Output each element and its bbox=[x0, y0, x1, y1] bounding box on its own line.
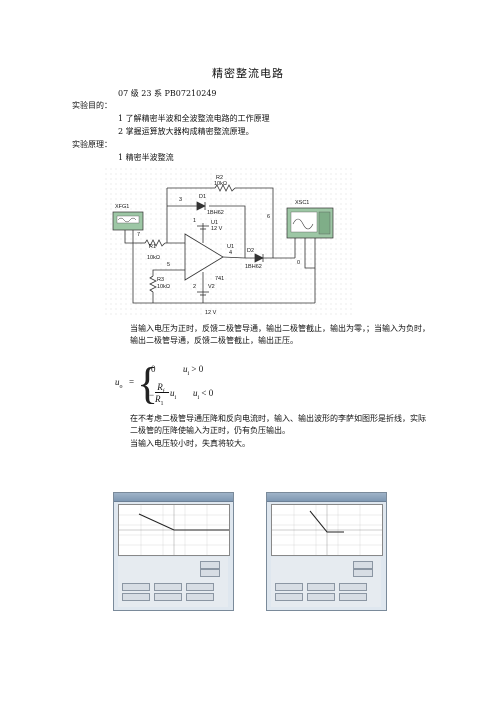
node-0: 0 bbox=[297, 260, 300, 266]
scope-1-button[interactable] bbox=[122, 583, 150, 591]
scope-2-button[interactable] bbox=[275, 593, 303, 601]
label-r3: R3 bbox=[157, 277, 164, 283]
label-xsc1: XSC1 bbox=[295, 200, 309, 206]
formula-case2-cond: u bbox=[193, 388, 198, 398]
label-r1: R1 bbox=[149, 244, 156, 250]
author-line: 07 级 23 系 PB07210249 bbox=[118, 89, 217, 98]
formula-case1-relation: > 0 bbox=[191, 364, 204, 374]
formula-case2-relation: < 0 bbox=[201, 388, 214, 398]
oscilloscope-screenshot-2 bbox=[266, 492, 387, 611]
scope-1-button[interactable] bbox=[122, 593, 150, 601]
scope-2-trace bbox=[309, 510, 344, 533]
scope-2-button[interactable] bbox=[339, 583, 367, 591]
scope-2-controls bbox=[271, 557, 381, 607]
purpose-item-1: 1 了解精密半波和全波整流电路的工作原理 bbox=[118, 114, 270, 123]
scope-1-button[interactable] bbox=[200, 569, 220, 577]
label-r3-value: 10kΩ bbox=[157, 284, 170, 290]
formula-block: uo = { 0 ui > 0 − Rf R1 ui ui < 0 bbox=[115, 359, 214, 408]
formula-equals: = bbox=[129, 377, 135, 387]
paragraph-1: 当输入电压为正时，反馈二极管导通，输出二极管截止，输出为零，；当输入为负时，输出… bbox=[130, 324, 430, 345]
scope-1-titlebar bbox=[114, 493, 233, 502]
label-opamp-model: 741 bbox=[215, 276, 224, 282]
label-d2: D2 bbox=[247, 248, 254, 254]
scope-2-titlebar bbox=[267, 493, 386, 502]
scope-1-screen bbox=[118, 504, 230, 556]
node-3: 3 bbox=[179, 197, 182, 203]
node-4: 4 bbox=[229, 250, 232, 256]
label-xfg1: XFG1 bbox=[115, 204, 129, 210]
paragraph-3: 当输入电压较小时，失真将较大。 bbox=[130, 439, 250, 448]
scope-2-button[interactable] bbox=[353, 561, 373, 569]
scope-2-button[interactable] bbox=[275, 583, 303, 591]
label-d1-model: 1BH62 bbox=[207, 210, 224, 216]
node-5: 5 bbox=[167, 262, 170, 268]
formula-numerator: R bbox=[157, 382, 163, 392]
node-2: 2 bbox=[193, 284, 196, 290]
scope-2-button[interactable] bbox=[353, 569, 373, 577]
scope-1-trace bbox=[138, 513, 229, 531]
scope-2-button[interactable] bbox=[307, 593, 335, 601]
label-r2: R2 bbox=[216, 175, 223, 181]
scope-2-button[interactable] bbox=[307, 583, 335, 591]
scope-2-button[interactable] bbox=[339, 593, 367, 601]
scope-1-button[interactable] bbox=[154, 583, 182, 591]
formula-denominator: R bbox=[155, 394, 161, 404]
scope-1-button[interactable] bbox=[154, 593, 182, 601]
scope-1-button[interactable] bbox=[186, 593, 214, 601]
purpose-heading: 实验目的： bbox=[72, 101, 112, 110]
node-6: 6 bbox=[267, 214, 270, 220]
formula-case1-value: 0 bbox=[151, 364, 156, 374]
principle-heading: 实验原理： bbox=[72, 140, 112, 149]
formula-neg: − bbox=[149, 390, 155, 400]
scope-1-controls bbox=[118, 557, 228, 607]
formula-lhs: u bbox=[115, 377, 120, 387]
principle-subheading: 1 精密半波整流 bbox=[118, 153, 174, 162]
label-v2-value: 12 V bbox=[205, 310, 217, 316]
label-u1-top: U1 bbox=[211, 220, 218, 226]
label-r1-value: 10kΩ bbox=[147, 255, 160, 261]
scope-1-button[interactable] bbox=[200, 561, 220, 569]
label-v2: V2 bbox=[208, 284, 215, 290]
scope-2-screen bbox=[271, 504, 383, 556]
oscilloscope-screenshot-1 bbox=[113, 492, 234, 611]
circuit-schematic: R2 10kΩ D1 1BH62 3 6 7 5 4 0 1 U1 12 V U… bbox=[105, 168, 355, 316]
label-d1: D1 bbox=[199, 194, 206, 200]
node-7: 7 bbox=[137, 232, 140, 238]
paragraph-2: 在不考虑二极管导通压降和反向电流时，输入、输出波形的李萨如图形是折线，实际二极管… bbox=[130, 414, 426, 435]
scope-1-button[interactable] bbox=[186, 583, 214, 591]
label-u1: U1 bbox=[227, 244, 234, 250]
label-v1: 12 V bbox=[211, 226, 223, 232]
page-title: 精密整流电路 bbox=[212, 67, 284, 80]
purpose-item-2: 2 掌握运算放大器构成精密整流原理。 bbox=[118, 127, 254, 136]
formula-fraction-bar bbox=[155, 392, 169, 393]
label-d2-model: 1BH62 bbox=[245, 264, 262, 270]
formula-case2-var: u bbox=[170, 388, 175, 398]
formula-brace: { bbox=[137, 359, 159, 408]
node-1: 1 bbox=[193, 218, 196, 224]
formula-case1-var: u bbox=[183, 364, 188, 374]
label-r2-value: 10kΩ bbox=[214, 181, 227, 187]
